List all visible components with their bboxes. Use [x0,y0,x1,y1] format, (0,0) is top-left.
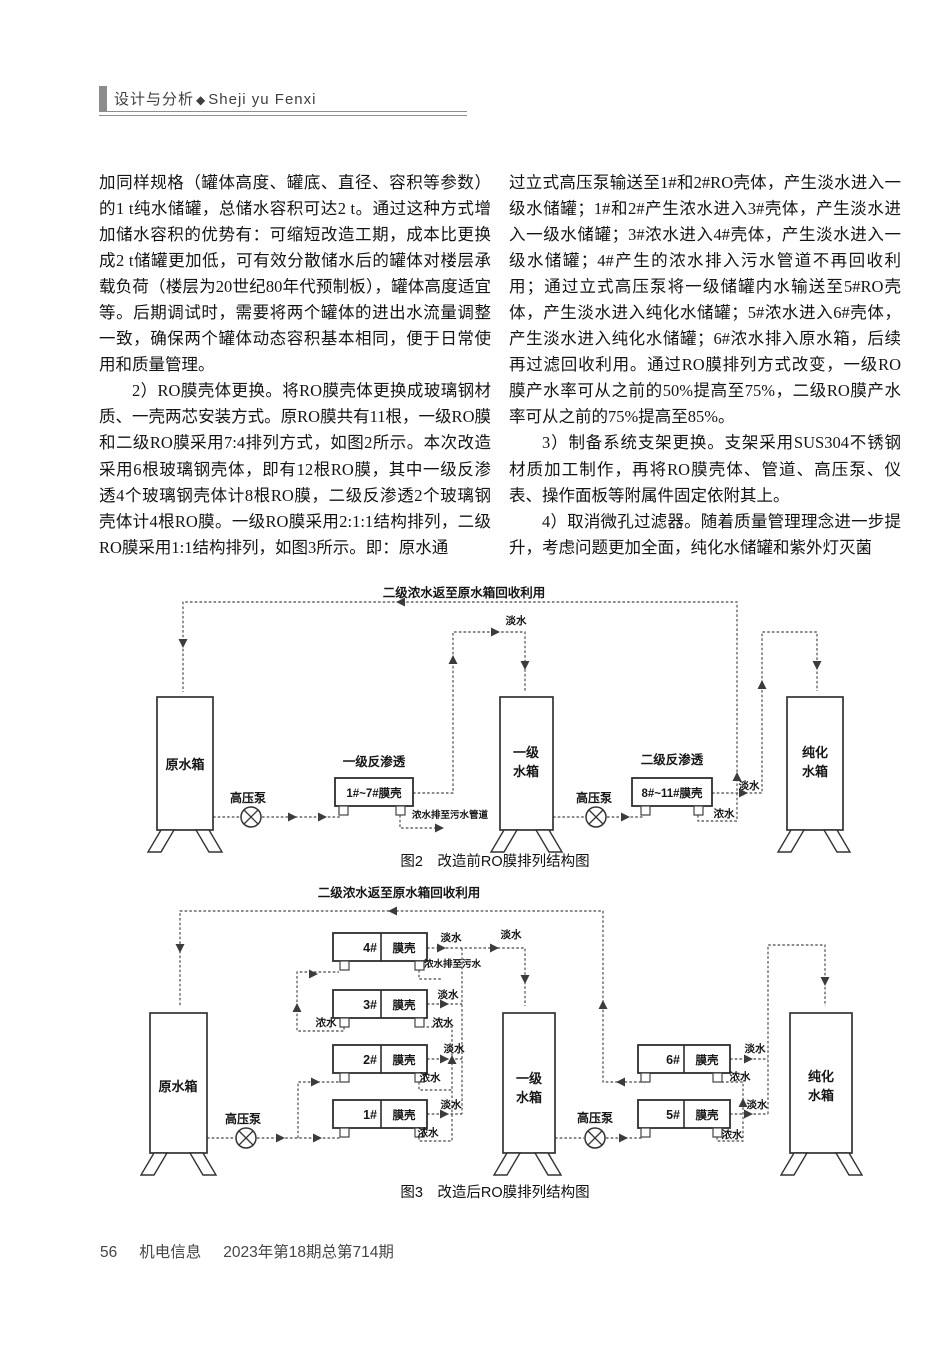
fig2-pipes [182,601,818,829]
fig3-pump-2-icon: 高压泵 [577,1110,613,1149]
fig3-concentrate-label: 浓水 [418,1126,439,1139]
fig2-freshwater-label-1: 淡水 [506,614,527,627]
fig3-membrane-shell-3: 3# 膜壳 [332,989,428,1028]
fig2-freshwater-label-2: 淡水 [739,779,760,792]
fig2-pure-tank-label-2: 水箱 [802,764,828,779]
fig2-drain-label: 浓水排至污水管道 [412,809,489,821]
fig3-shell4-number: 4# [363,941,377,955]
fig3-raw-tank-label: 原水箱 [158,1079,197,1094]
fig3-shell6-label: 膜壳 [696,1053,719,1067]
section-header: 设计与分析◆Sheji yu Fenxi [114,88,316,109]
fig2-pure-tank-label-1: 纯化 [802,745,828,760]
section-title-cn: 设计与分析 [114,91,195,108]
fig3-mid-tank-label-1: 一级 [516,1071,543,1086]
paragraph: 4）取消微孔过滤器。随着质量管理理念进一步提升，考虑问题更加全面，纯化水储罐和紫… [509,511,901,557]
fig2-stage2-membranes: 二级反渗透 8#~11#膜壳 [631,752,713,816]
fig2-stage2-title: 二级反渗透 [641,752,704,767]
journal-name: 机电信息 [139,1244,202,1261]
fig2-stage1-box-label: 1#~7#膜壳 [346,786,402,800]
fig3-freshwater-label: 淡水 [441,931,462,944]
fig2-pump-1-icon: 高压泵 [230,790,266,828]
section-title-pinyin: Sheji yu Fenxi [208,91,317,108]
fig3-pump-2-label: 高压泵 [577,1110,613,1125]
fig3-concentrate-label: 浓水 [730,1070,751,1083]
fig3-shell6-number: 6# [666,1053,680,1067]
fig3-concentrate-label: 浓水 [722,1128,743,1141]
paragraph: 过立式高压泵输送至1#和2#RO壳体，产生淡水进入一级水储罐；1#和2#产生浓水… [509,173,901,427]
fig3-freshwater-label: 淡水 [745,1042,766,1055]
fig2-pump-2-label: 高压泵 [576,790,612,805]
paragraph: 2）RO膜壳体更换。将RO膜壳体更换成玻璃钢材质、一壳两芯安装方式。原RO膜共有… [99,381,491,557]
fig2-mid-tank-label-1: 一级 [513,745,540,760]
fig2-pump-2-icon: 高压泵 [576,790,612,828]
fig2-raw-tank-label: 原水箱 [165,757,204,772]
fig2-stage2-box-label: 8#~11#膜壳 [641,786,703,800]
fig2-concentrate-label: 浓水 [714,807,735,820]
page-footer: 56 机电信息 2023年第18期总第714期 [100,1240,416,1262]
fig3-banner: 二级浓水返至原水箱回收利用 [318,885,481,900]
fig2-stage1-title: 一级反渗透 [343,754,406,769]
page-number: 56 [100,1244,118,1261]
paragraph: 加同样规格（罐体高度、罐底、直径、容积等参数）的1 t纯水储罐，总储水容积可达2… [99,173,491,375]
left-column: 加同样规格（罐体高度、罐底、直径、容积等参数）的1 t纯水储罐，总储水容积可达2… [99,170,491,561]
fig2-banner: 二级浓水返至原水箱回收利用 [383,585,546,600]
fig3-raw-water-tank: 原水箱 [139,1012,218,1176]
fig3-shell3-number: 3# [363,998,377,1012]
fig3-pump-1-label: 高压泵 [225,1111,261,1126]
issue-info: 2023年第18期总第714期 [223,1244,394,1261]
fig3-membrane-shell-6: 6# 膜壳 [637,1044,731,1083]
fig3-freshwater-label: 淡水 [438,988,459,1001]
fig3-membrane-shell-2: 2# 膜壳 [332,1044,428,1083]
fig3-shell4-label: 膜壳 [393,941,416,955]
fig3-purified-water-tank: 纯化 水箱 [779,1012,864,1176]
fig3-concentrate-label: 浓水 [420,1071,441,1084]
fig3-membrane-shell-4: 4# 膜壳 [332,932,428,971]
fig3-mid-tank-label-2: 水箱 [516,1090,542,1105]
fig3-drain-label: 浓水排至污水 [424,958,482,970]
fig3-shell1-label: 膜壳 [393,1108,416,1122]
fig3-membrane-shell-5: 5# 膜壳 [637,1099,731,1138]
fig3-shell5-label: 膜壳 [696,1108,719,1122]
diamond-icon: ◆ [196,93,207,107]
figure2-diagram: 二级浓水返至原水箱回收利用 原水箱 高压泵 一级反渗透 1#~7#膜壳 浓水排至… [146,585,852,870]
right-column: 过立式高压泵输送至1#和2#RO壳体，产生淡水进入一级水储罐；1#和2#产生浓水… [509,170,901,561]
fig3-concentrate-label: 浓水 [316,1016,337,1029]
fig2-raw-water-tank: 原水箱 [146,696,224,853]
fig2-caption: 图2 改造前RO膜排列结构图 [400,853,589,870]
header-double-rule [99,111,467,116]
fig2-stage1-membranes: 一级反渗透 1#~7#膜壳 浓水排至污水管道 [334,754,489,821]
fig3-shell2-number: 2# [363,1053,377,1067]
header-accent-bar [99,86,107,112]
fig2-pump-1-label: 高压泵 [230,790,266,805]
fig3-stage1-water-tank: 一级 水箱 [492,1012,563,1176]
fig3-caption: 图3 改造后RO膜排列结构图 [400,1184,589,1201]
fig2-purified-water-tank: 纯化 水箱 [776,696,852,853]
fig3-shell2-label: 膜壳 [393,1053,416,1067]
fig2-mid-tank-label-2: 水箱 [513,764,539,779]
fig3-pure-tank-label-1: 纯化 [808,1069,834,1084]
fig3-membrane-shell-1: 1# 膜壳 [332,1099,428,1138]
fig3-freshwater-label: 淡水 [747,1098,768,1111]
fig3-pure-tank-label-2: 水箱 [808,1088,834,1103]
fig3-pump-1-icon: 高压泵 [225,1111,261,1149]
fig3-shell1-number: 1# [363,1108,377,1122]
fig3-concentrate-label: 浓水 [433,1016,454,1029]
fig3-shell3-label: 膜壳 [393,998,416,1012]
figure3-diagram: 二级浓水返至原水箱回收利用 原水箱 高压泵 4# 膜壳 浓水排至污水 淡水 [139,885,864,1201]
fig3-shell5-number: 5# [666,1108,680,1122]
paragraph: 3）制备系统支架更换。支架采用SUS304不锈钢材质加工制作，再将RO膜壳体、管… [509,433,901,505]
fig3-freshwater-label: 淡水 [444,1042,465,1055]
fig3-freshwater-label: 淡水 [441,1098,462,1111]
fig2-stage1-water-tank: 一级 水箱 [489,696,564,853]
fig3-freshwater-label: 淡水 [501,928,522,941]
